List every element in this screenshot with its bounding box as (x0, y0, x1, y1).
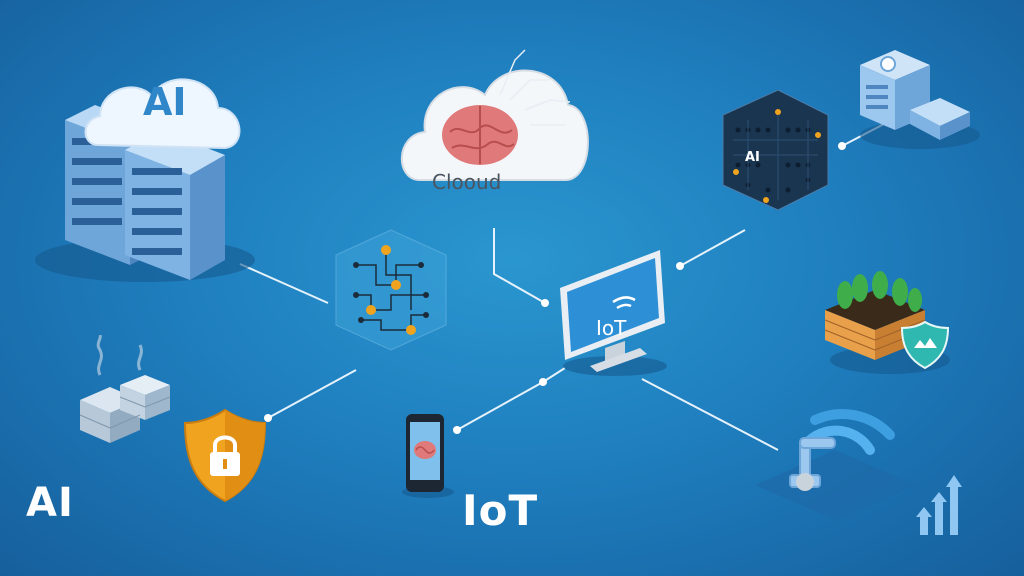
iot-title-label: IoT (462, 486, 539, 535)
monitor-label: IoT (596, 316, 627, 340)
connector-cube-monitor (679, 229, 746, 267)
connector-network-shield (267, 369, 357, 419)
connector-cloud-monitor (493, 228, 546, 304)
growth-arrows-icon (916, 475, 962, 535)
steam-icon (96, 335, 143, 376)
connector-dot (264, 414, 272, 422)
network-graph-icon (335, 229, 447, 351)
brain-cloud-icon (400, 49, 589, 181)
padlock-icon (210, 435, 240, 476)
garden-box-icon (824, 271, 950, 374)
connector-dot (539, 378, 547, 386)
ai-cloud-icon (84, 78, 241, 150)
connector-monitor-robot (641, 378, 779, 451)
brain-icon (442, 105, 518, 165)
smartphone-icon (402, 414, 454, 498)
robot-arm-icon (755, 409, 915, 520)
plants-icon (837, 271, 922, 312)
circuit-traces-icon (499, 49, 571, 126)
server-rack-icon (35, 78, 255, 282)
connector-phone-monitor (456, 367, 566, 431)
cloud-label: Clooud (432, 170, 502, 194)
connector-dot (453, 426, 461, 434)
monitor-icon (560, 250, 667, 376)
wifi-signal-icon (805, 409, 895, 455)
connector-dot (676, 262, 684, 270)
server-stack-right (125, 130, 225, 280)
shield-badge-icon (900, 320, 950, 370)
connector-servers-network (239, 263, 329, 304)
neural-cube-icon (722, 90, 829, 211)
ai-title-label: AI (26, 480, 74, 526)
shield-lock-icon (183, 408, 267, 503)
database-server-icon (860, 50, 980, 149)
wifi-icon (612, 296, 636, 310)
neural-cube-label: AI (745, 150, 760, 165)
connector-dot (838, 142, 846, 150)
firewall-icon (79, 335, 171, 443)
connector-dot (541, 299, 549, 307)
cloud-ai-label: AI (143, 80, 187, 124)
